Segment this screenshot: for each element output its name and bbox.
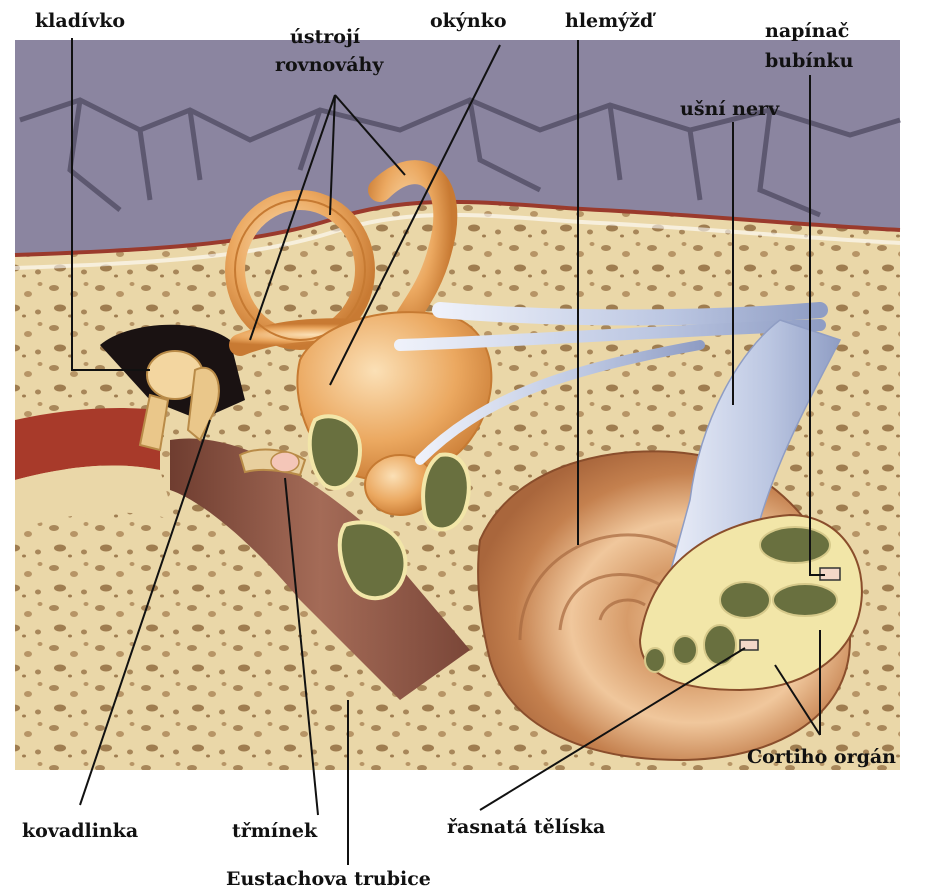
label-rasnata-teliska: řasnatá tělíska <box>447 818 605 837</box>
label-ustroji-rovnovahy-line1: ústrojí <box>290 28 360 47</box>
label-napinac-bubinku-line1: napínač <box>765 22 849 41</box>
label-kovadlinka: kovadlinka <box>22 822 138 841</box>
label-eustachova-trubice: Eustachova trubice <box>226 870 431 889</box>
label-ustroji-rovnovahy-line2: rovnováhy <box>275 56 383 75</box>
label-hlemyzd: hlemýžď <box>565 12 653 31</box>
label-kladivko: kladívko <box>35 12 125 31</box>
label-cortiho-organ: Cortiho orgán <box>747 748 896 767</box>
label-trminek: třmínek <box>232 822 317 841</box>
label-okynko: okýnko <box>430 12 507 31</box>
label-usni-nerv: ušní nerv <box>680 100 779 119</box>
label-napinac-bubinku-line2: bubínku <box>765 52 853 71</box>
